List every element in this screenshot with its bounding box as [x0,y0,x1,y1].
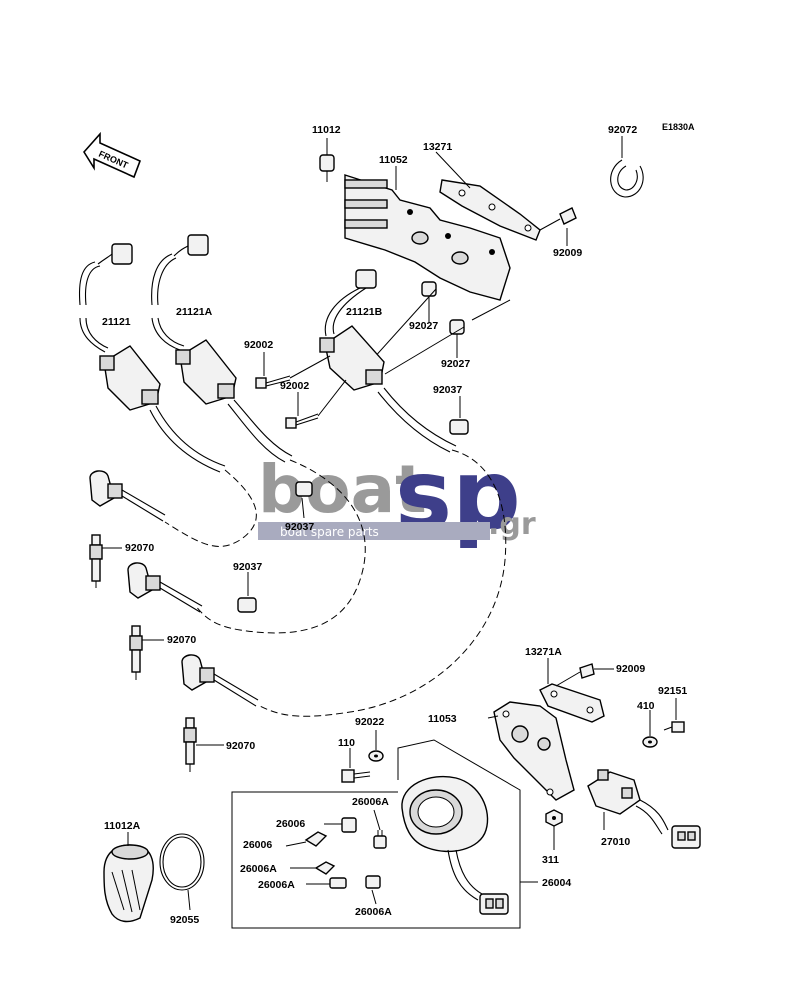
watermark-tagline: boat spare parts [280,525,379,539]
fuse-26006-upper [341,817,357,833]
bolt-11012 [319,154,335,182]
label-92037-left: 92037 [233,561,262,573]
plate-13271A [539,683,605,723]
collar-92027-lower [449,319,465,335]
label-92070-middle: 92070 [167,634,196,646]
label-92009-bottom: 92009 [616,663,645,675]
label-26006-upper: 26006 [276,818,305,830]
plug-cap-upper [89,470,166,522]
label-26006A-lower: 26006A [355,906,392,918]
ignition-coil-21121B [319,269,457,453]
plug-cap-lower [181,654,259,707]
bolt-92151 [663,721,685,733]
bracket-11053 [493,701,575,801]
label-11053: 11053 [428,713,457,725]
spark-plug-92070-upper [89,534,103,588]
spark-plug-92070-lower [183,717,197,772]
label-410: 410 [637,700,655,712]
fuse-26006A-small [314,861,336,875]
label-92037-right: 92037 [433,384,462,396]
label-110: 110 [338,737,355,749]
label-311: 311 [542,854,559,866]
watermark-gr: .gr [488,507,536,542]
label-92037-middle: 92037 [285,521,314,533]
ignition-coil-21121A [151,234,293,463]
watermark: boat sp .gr boat spare parts [258,439,536,551]
clamp-92037-right [449,419,469,435]
washer-410 [642,736,658,748]
label-21121: 21121 [102,316,131,328]
label-26006A-upper: 26006A [352,796,389,808]
label-21121A: 21121A [176,306,213,318]
label-92027-lower: 92027 [441,358,470,370]
starter-relay-27010 [587,769,701,849]
watermark-boat: boat [258,451,427,528]
label-92151: 92151 [658,685,687,697]
clamp-92072 [610,159,644,198]
label-92055: 92055 [170,914,199,926]
label-27010: 27010 [601,836,630,848]
fuse-26006A-clip [329,877,347,889]
front-arrow-icon: FRONT [83,131,142,179]
fuse-26006A-upper [373,830,387,849]
label-26004: 26004 [542,877,571,889]
watermark-band [258,522,490,540]
plug-cap-middle [127,562,203,613]
bolt-110 [341,769,371,783]
bolt-92009-top [539,207,577,231]
label-11012: 11012 [312,124,341,136]
clamp-92037-left [237,597,257,613]
bolt-92009-bottom [555,663,595,687]
label-21121B: 21121B [346,306,383,318]
bolt-92002-upper [255,375,291,389]
cap-11012A [103,844,154,923]
label-11012A: 11012A [104,820,141,832]
collar-92027-upper [421,281,437,297]
diagram-code: E1830A [662,122,695,132]
o-ring-92055 [159,833,205,891]
fuse-26006-small [304,831,328,847]
clamp-92037-middle [295,481,313,497]
nut-311 [545,809,563,827]
label-92072: 92072 [608,124,637,136]
washer-92022 [368,750,384,762]
label-11052: 11052 [379,154,408,166]
hour-meter-26004 [401,775,509,915]
label-26006A-left: 26006A [240,863,277,875]
bolt-92002-lower [285,413,319,429]
label-26006-lower: 26006 [243,839,272,851]
ignition-coil-21121 [78,243,226,473]
label-92070-lower: 92070 [226,740,255,752]
label-92022: 92022 [355,716,384,728]
label-92027-upper: 92027 [409,320,438,332]
coil-bracket-11052 [344,174,511,301]
label-92070-upper: 92070 [125,542,154,554]
fuse-26006A-lower [365,875,381,889]
label-92009-top: 92009 [553,247,582,259]
spark-plug-92070-middle [129,625,143,680]
label-26006A-clip: 26006A [258,879,295,891]
label-13271A: 13271A [525,646,562,658]
label-13271: 13271 [423,141,452,153]
label-92002-lower: 92002 [280,380,309,392]
plate-13271 [439,179,541,241]
label-92002-upper: 92002 [244,339,273,351]
